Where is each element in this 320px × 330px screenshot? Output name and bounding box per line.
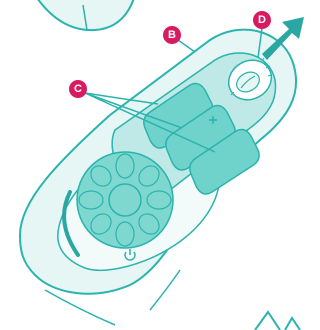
massage-pad [77,152,173,248]
label-c-text: C [74,83,82,95]
label-d-text: D [258,14,266,26]
label-d: D [253,11,271,29]
leader-line-b [178,40,195,52]
label-b-text: B [168,29,176,41]
label-b: B [163,26,181,44]
circle-fragment [35,0,135,30]
label-c: C [69,80,87,98]
